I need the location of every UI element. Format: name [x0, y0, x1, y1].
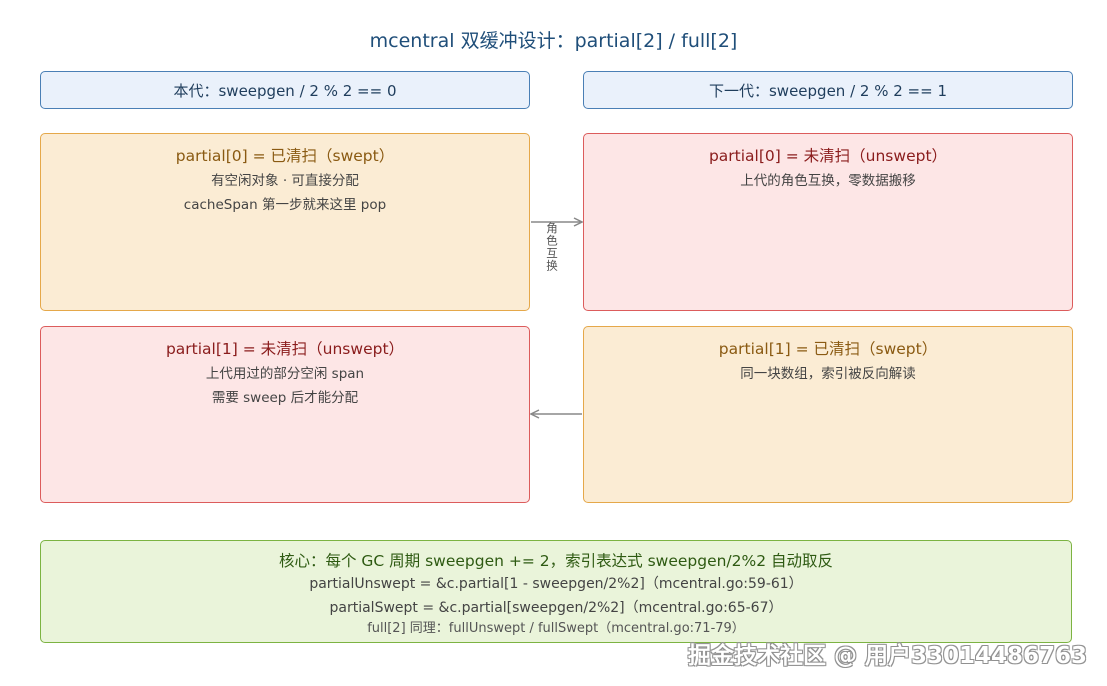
box-line: 有空闲对象 · 可直接分配 [211, 173, 359, 189]
core-line: partialSwept = &c.partial[sweepgen/2%2]（… [329, 600, 783, 616]
core-line: full[2] 同理：fullUnswept / fullSwept（mcent… [367, 621, 745, 636]
box-line: 同一块数组，索引被反向解读 [740, 366, 916, 382]
arrow-label-role-swap: 角色互换 [545, 222, 559, 272]
core-line: partialUnswept = &c.partial[1 - sweepgen… [309, 576, 803, 592]
box-next-partial1-swept: partial[1] = 已清扫（swept） 同一块数组，索引被反向解读 [583, 326, 1073, 503]
box-current-partial0-swept: partial[0] = 已清扫（swept） 有空闲对象 · 可直接分配 ca… [40, 133, 530, 311]
core-summary-box: 核心：每个 GC 周期 sweepgen += 2，索引表达式 sweepgen… [40, 540, 1072, 643]
box-next-partial0-unswept: partial[0] = 未清扫（unswept） 上代的角色互换，零数据搬移 [583, 133, 1073, 311]
box-title: partial[0] = 已清扫（swept） [175, 147, 395, 165]
core-title: 核心：每个 GC 周期 sweepgen += 2，索引表达式 sweepgen… [278, 552, 834, 570]
header-next-gen: 下一代：sweepgen / 2 % 2 == 1 [583, 71, 1073, 109]
box-title: partial[1] = 已清扫（swept） [718, 340, 938, 358]
box-title: partial[0] = 未清扫（unswept） [708, 147, 948, 165]
box-line: 上代用过的部分空闲 span [205, 366, 365, 382]
box-line: cacheSpan 第一步就来这里 pop [183, 197, 387, 213]
box-line: 上代的角色互换，零数据搬移 [740, 173, 916, 189]
header-current-gen: 本代：sweepgen / 2 % 2 == 0 [40, 71, 530, 109]
watermark: 掘金技术社区 @ 用户33014486763 [687, 643, 1087, 669]
box-line: 需要 sweep 后才能分配 [211, 390, 359, 406]
box-title: partial[1] = 未清扫（unswept） [165, 340, 405, 358]
box-current-partial1-unswept: partial[1] = 未清扫（unswept） 上代用过的部分空闲 span… [40, 326, 530, 503]
diagram-title: mcentral 双缓冲设计：partial[2] / full[2] [369, 30, 738, 52]
